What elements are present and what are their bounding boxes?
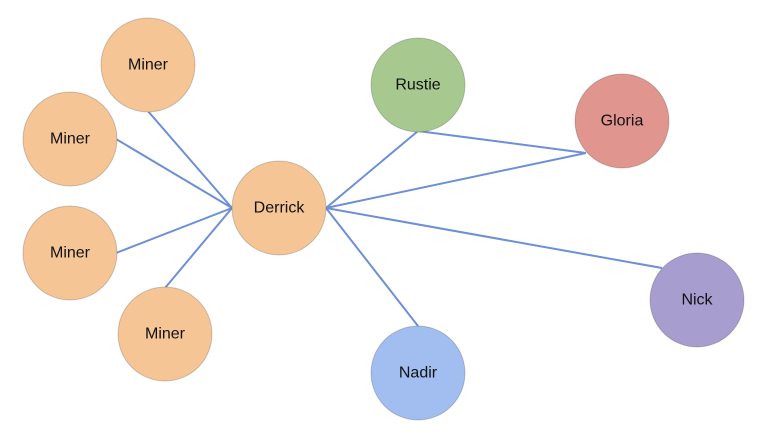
edge-rustie-gloria: [417, 130, 587, 154]
node-circle-miner3: [22, 205, 118, 301]
node-label-miner4: Miner: [145, 326, 186, 343]
edge-derrick-rustie: [325, 130, 419, 209]
edge-miner1-derrick: [146, 109, 233, 209]
node-miner1: Miner: [100, 17, 196, 113]
node-circle-miner1: [100, 17, 196, 113]
node-label-rustie: Rustie: [395, 77, 440, 94]
edges-layer: [115, 109, 663, 327]
edge-miner3-derrick: [115, 207, 233, 254]
node-miner2: Miner: [22, 91, 118, 187]
node-miner4: Miner: [117, 286, 213, 382]
edge-miner4-derrick: [164, 207, 233, 289]
node-derrick: Derrick: [231, 160, 327, 256]
node-rustie: Rustie: [370, 37, 466, 133]
edge-derrick-gloria: [325, 152, 587, 209]
node-circle-miner2: [22, 91, 118, 187]
node-label-nadir: Nadir: [399, 365, 438, 382]
edge-derrick-nadir: [325, 207, 419, 327]
node-label-derrick: Derrick: [254, 200, 306, 217]
nodes-layer: MinerMinerMinerMinerDerrickRustieGloriaN…: [22, 17, 745, 421]
node-gloria: Gloria: [574, 73, 670, 169]
node-circle-nadir: [370, 325, 466, 421]
node-nick: Nick: [649, 252, 745, 348]
node-nadir: Nadir: [370, 325, 466, 421]
edge-miner2-derrick: [115, 138, 233, 209]
node-circle-miner4: [117, 286, 213, 382]
node-circle-nick: [649, 252, 745, 348]
node-circle-gloria: [574, 73, 670, 169]
node-label-miner3: Miner: [50, 245, 91, 262]
node-label-gloria: Gloria: [601, 113, 644, 130]
node-miner3: Miner: [22, 205, 118, 301]
node-label-miner1: Miner: [128, 57, 169, 74]
node-label-nick: Nick: [681, 292, 713, 309]
node-circle-rustie: [370, 37, 466, 133]
edge-derrick-nick: [325, 207, 663, 269]
node-label-miner2: Miner: [50, 131, 91, 148]
node-circle-derrick: [231, 160, 327, 256]
